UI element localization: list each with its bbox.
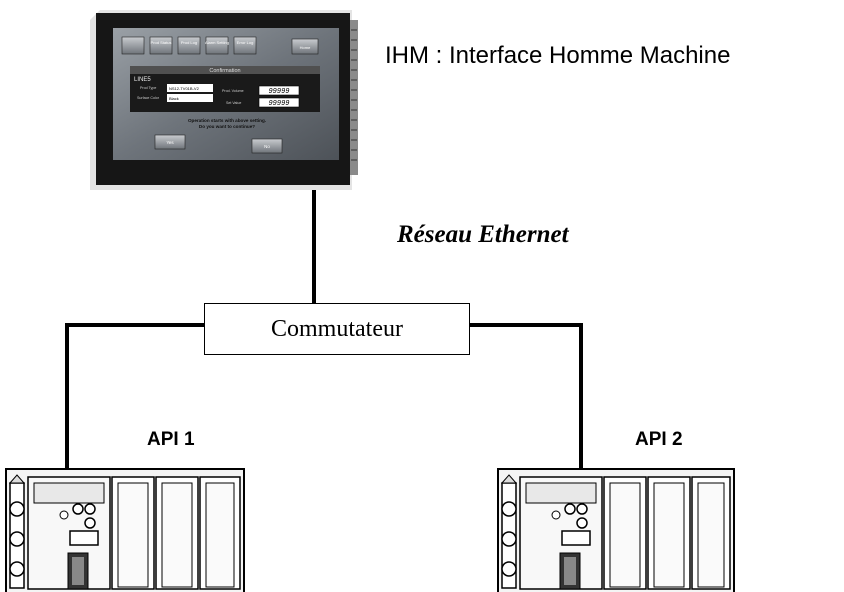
hmi-top-buttons: Prod Status Prod Log Alarm Setting Error…	[121, 36, 319, 55]
ethernet-cables	[65, 190, 583, 471]
hmi-field-2-label: Surface Color	[137, 96, 160, 100]
api2-cable	[470, 323, 583, 471]
hmi-confirmation-dialog: Confirmation LINE5 Prod Type NS12-TV01B-…	[130, 66, 320, 112]
hmi-button-5	[233, 36, 257, 55]
hmi-button-6	[291, 38, 319, 55]
hmi-field-1-label: Prod Type	[140, 86, 156, 90]
hmi-yes-label: Yes	[166, 140, 174, 145]
hmi-numeric-1-value: 99999	[268, 88, 289, 96]
hmi-button-6-label: Home	[300, 45, 311, 50]
plc-2-label: API 2	[635, 429, 683, 450]
hmi-numeric-1-label: Prod. Volume	[222, 89, 244, 93]
hmi-button-4-label: Alarm Setting	[205, 40, 229, 45]
hmi-field-1-value: NS12-TV01B-V2	[169, 86, 200, 91]
plc-1-label: API 1	[147, 429, 195, 450]
switch-box: Commutateur	[204, 303, 470, 355]
hmi-button-2	[149, 36, 173, 55]
hmi-button-5-label: Error Log	[237, 40, 254, 45]
network-label: Réseau Ethernet	[397, 221, 569, 248]
hmi-no-label: No	[264, 144, 270, 149]
hmi-message-line2: Do you want to continue?	[199, 124, 255, 129]
hmi-no-button	[251, 138, 283, 154]
api1-cable	[65, 323, 204, 471]
hmi-label: IHM : Interface Homme Machine	[385, 42, 731, 69]
hmi-button-3-label: Prod Log	[181, 40, 197, 45]
hmi-yes-button	[154, 134, 186, 150]
hmi-button-2-label: Prod Status	[151, 40, 172, 45]
plc-1-rack	[5, 468, 245, 592]
hmi-numeric-2-label: Set Value	[226, 101, 241, 105]
hmi-line-label: LINE5	[134, 77, 151, 83]
hmi-device: Prod Status Prod Log Alarm Setting Error…	[90, 10, 358, 190]
hmi-field-2-value: Black	[169, 96, 179, 101]
hmi-button-3	[177, 36, 201, 55]
hmi-dialog-title: Confirmation	[209, 68, 240, 74]
plc-2-rack	[497, 468, 735, 592]
hmi-numeric-2-value: 99999	[268, 100, 289, 108]
hmi-message-line1: Operation starts with above setting.	[188, 118, 266, 123]
hmi-button-1	[121, 36, 145, 55]
switch-label: Commutateur	[271, 315, 403, 342]
hmi-button-4	[205, 36, 229, 55]
